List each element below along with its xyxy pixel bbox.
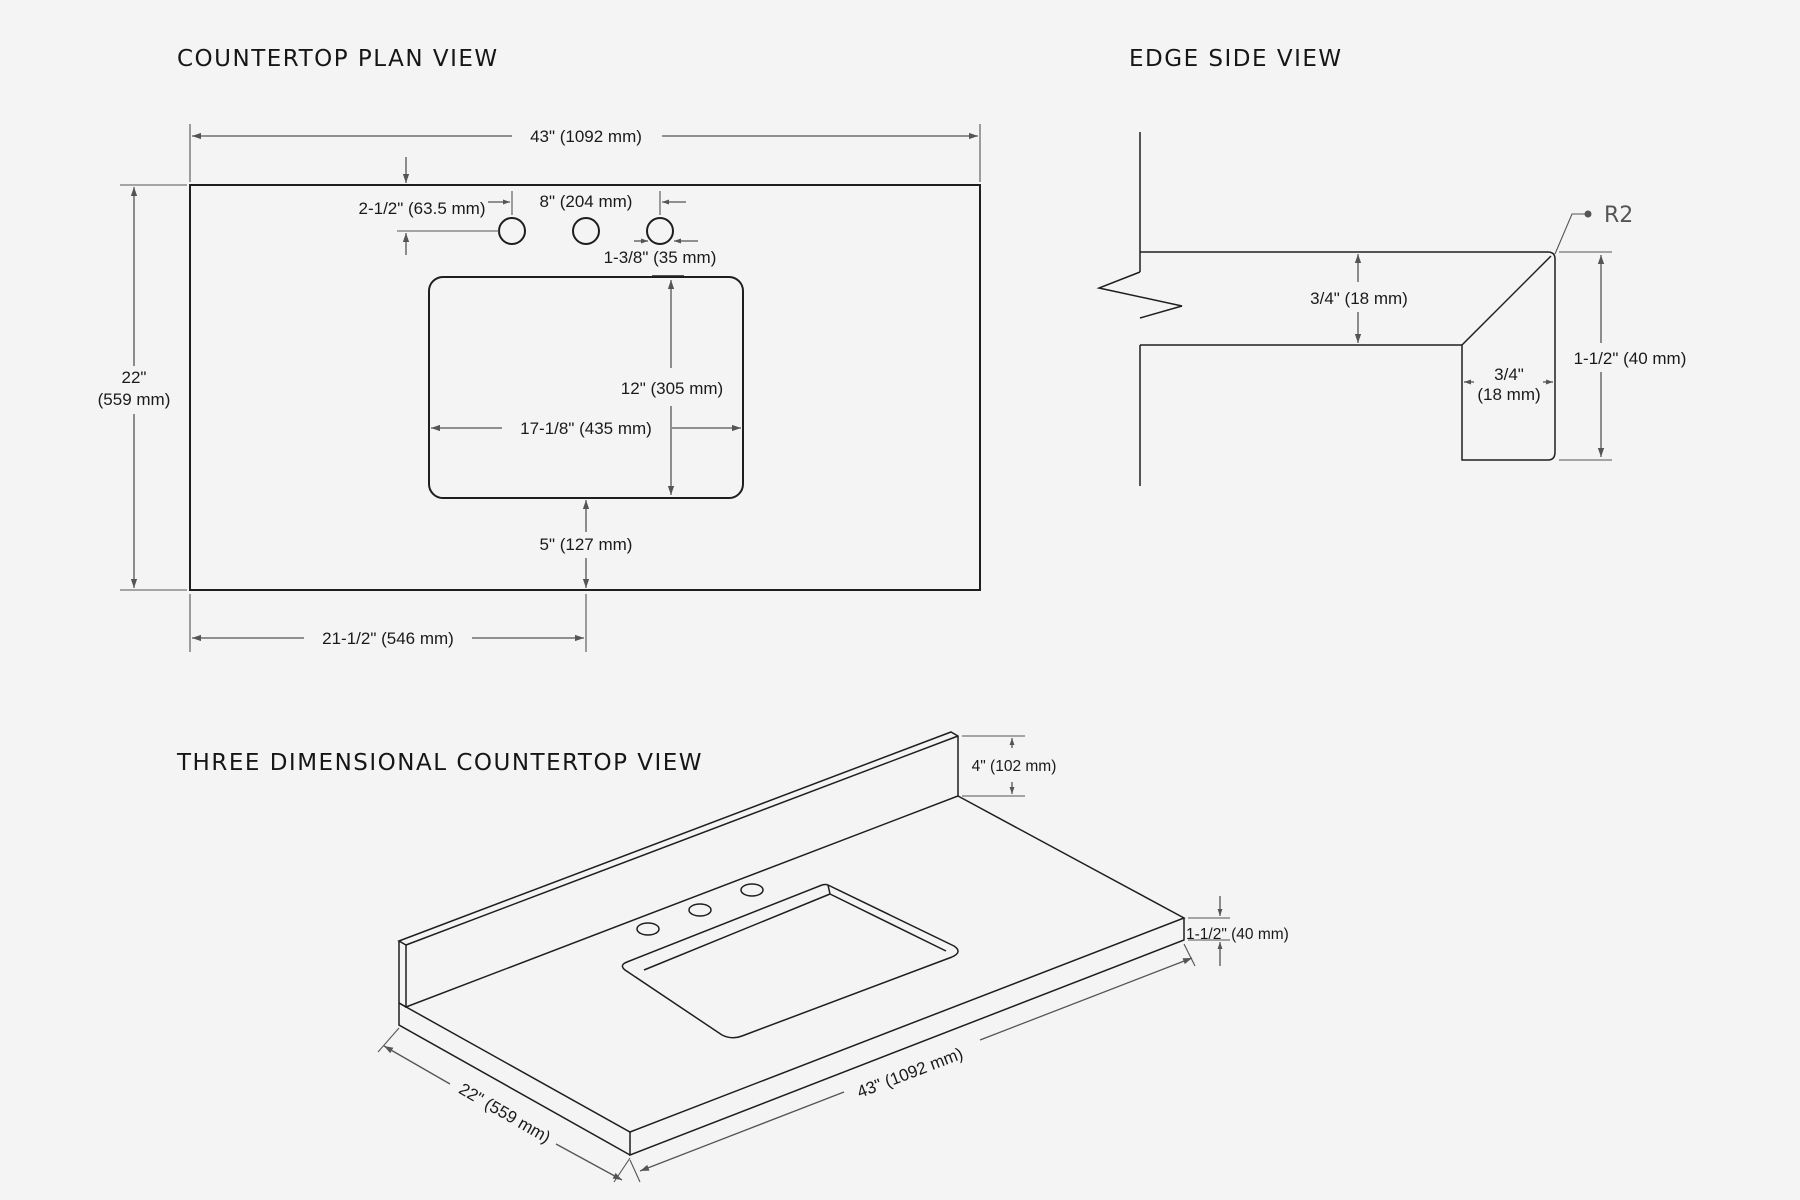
dim-line [639, 1091, 845, 1172]
three-d-faucet-hole-left [636, 922, 660, 936]
edge-view: R2 3/4" (18 mm) 3/4" (18 mm) 1-1/2" (40 … [1096, 132, 1687, 486]
plan-sink-bowl [428, 276, 744, 499]
faucet-hole-center [572, 217, 600, 245]
dim-overall-depth-mm: (559 mm) [98, 390, 171, 409]
plan-view-title: COUNTERTOP PLAN VIEW [177, 46, 499, 72]
dim-total-height: 1-1/2" (40 mm) [1574, 349, 1687, 368]
dim-top-thickness: 3/4" (18 mm) [1310, 289, 1408, 308]
dim-bowl-width: 17-1/8" (435 mm) [520, 419, 652, 438]
edge-profile [1140, 251, 1556, 461]
three-d-sink [621, 883, 959, 1039]
dim-apron-thickness-mm: (18 mm) [1477, 385, 1540, 404]
plan-view: 43" (1092 mm) 22" (559 mm) 2-1/2" (63.5 … [98, 124, 981, 652]
dim-bowl-to-front: 5" (127 mm) [540, 535, 633, 554]
dim-overall-depth-in: 22" [122, 368, 147, 387]
ext-line [1183, 943, 1196, 967]
front-edge-thickness [629, 918, 1185, 1157]
countertop-top-outline [398, 795, 1186, 1133]
side-edge-thickness [398, 1003, 631, 1156]
dim-line [383, 1045, 451, 1085]
faucet-hole-right [646, 217, 674, 245]
mitre-line [1461, 255, 1552, 346]
dim-faucet-spread: 8" (204 mm) [540, 192, 633, 211]
dim-three-d-width: 43" (1092 mm) [854, 1044, 965, 1102]
dim-center-offset: 21-1/2" (546 mm) [322, 629, 454, 648]
three-d-faucet-hole-center [688, 903, 712, 917]
plan-countertop-outline [189, 184, 981, 591]
dim-hole-to-bowl: 1-3/8" (35 mm) [604, 248, 717, 267]
radius-leader [1554, 213, 1585, 255]
faucet-hole-left [498, 217, 526, 245]
three-d-view-title: THREE DIMENSIONAL COUNTERTOP VIEW [176, 750, 703, 776]
ext-line [629, 1159, 641, 1183]
dim-line [979, 957, 1193, 1041]
three-d-view: 4" (102 mm) 1-1/2" (40 mm) 43" (1092 mm)… [377, 731, 1289, 1183]
break-mark [1096, 271, 1183, 319]
radius-label: R2 [1604, 203, 1633, 228]
three-d-faucet-hole-right [740, 883, 764, 897]
dim-backsplash-height: 4" (102 mm) [972, 758, 1057, 775]
dim-three-d-depth: 22" (559 mm) [456, 1079, 554, 1147]
edge-view-title: EDGE SIDE VIEW [1129, 46, 1343, 72]
three-d-sink-inner [643, 884, 947, 971]
ext-line [613, 1157, 631, 1183]
dim-apron-thickness-in: 3/4" [1494, 365, 1524, 384]
dim-line [555, 1143, 623, 1181]
ext-line [377, 1027, 400, 1053]
dim-overall-width: 43" (1092 mm) [530, 127, 642, 146]
backsplash-top-edge [405, 735, 959, 946]
dim-bowl-depth: 12" (305 mm) [621, 379, 723, 398]
leader-dot [1584, 210, 1592, 218]
dim-faucet-setback: 2-1/2" (63.5 mm) [359, 199, 486, 218]
dim-edge-height: 1-1/2" (40 mm) [1186, 926, 1289, 943]
